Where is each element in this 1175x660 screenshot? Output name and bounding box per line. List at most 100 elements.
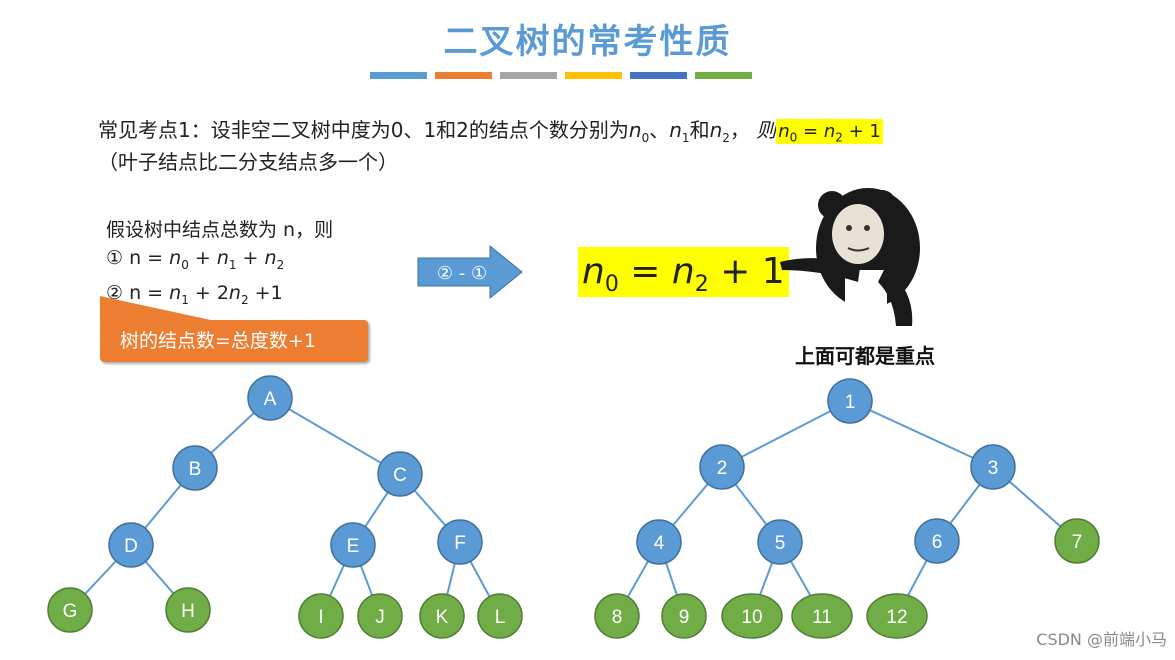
tree-node-K: K	[419, 593, 465, 639]
result-rhs: n	[823, 121, 836, 142]
right-tree-nodes: 1 2 3 4 5 6 7 8 9 10 11 12	[594, 378, 1100, 639]
arrow-shape	[417, 244, 523, 300]
eq1-plus-2: +	[236, 247, 265, 269]
callout-pointer	[100, 296, 220, 322]
node-label-12: 12	[886, 607, 907, 628]
tree-node-2: 2	[699, 444, 745, 490]
node-label-5: 5	[775, 533, 786, 554]
var-n2-sub: 2	[722, 131, 730, 145]
node-label-G: G	[63, 601, 78, 622]
tree-node-A: A	[247, 375, 293, 421]
node-label-K: K	[436, 607, 449, 628]
title-color-bar	[370, 72, 752, 79]
tree-node-J: J	[357, 593, 403, 639]
color-bar-segment-1	[370, 72, 427, 79]
tree-node-H: H	[165, 587, 211, 633]
tree-node-7: 7	[1054, 518, 1100, 564]
eq1-plus-1: +	[188, 247, 217, 269]
sep-3: ，	[729, 118, 750, 142]
tree-node-D: D	[108, 522, 154, 568]
sep-2: 和	[689, 118, 710, 142]
left-tree-edges	[69, 397, 501, 617]
tree-node-I: I	[298, 593, 344, 639]
tree-node-1: 1	[827, 378, 873, 424]
eq2-term-b: n	[228, 281, 241, 304]
big-formula-lhs-sub: 0	[604, 272, 619, 298]
big-formula-lhs: n	[582, 251, 605, 292]
node-label-H: H	[181, 601, 195, 622]
var-n1-sub: 1	[681, 131, 690, 145]
node-label-L: L	[495, 607, 506, 628]
highlighted-result: n0 = n2 + 1	[776, 119, 883, 145]
callout-box: 树的结点数=总度数+1	[100, 320, 368, 362]
var-n1: n	[669, 118, 682, 142]
big-formula-mid: =	[618, 251, 672, 292]
watermark: CSDN @前端小马	[1036, 630, 1167, 649]
color-bar-segment-4	[565, 72, 622, 79]
result-mid: =	[797, 121, 824, 142]
node-label-11: 11	[812, 607, 832, 628]
eq2-tail: +1	[248, 281, 283, 304]
tree-node-4: 4	[636, 519, 682, 565]
eq1-term-b: n	[216, 247, 229, 269]
node-label-2: 2	[717, 458, 728, 479]
var-n0-sub: 0	[641, 131, 650, 145]
eq1-term-a: n	[169, 247, 182, 269]
big-formula: n0 = n2 + 1	[578, 247, 789, 297]
tree-node-11: 11	[791, 593, 853, 639]
right-tree-edges	[616, 400, 1078, 617]
meme-caption: 上面可都是重点	[795, 344, 935, 368]
tree-node-10: 10	[721, 593, 783, 639]
tree-node-9: 9	[661, 593, 707, 639]
color-bar-segment-5	[630, 72, 687, 79]
result-tail: + 1	[842, 121, 881, 142]
tree-node-E: E	[330, 522, 376, 568]
derivation-intro: 假设树中结点总数为 n，则	[106, 219, 334, 241]
eq1-term-c-sub: 2	[276, 257, 285, 272]
tree-node-8: 8	[594, 593, 640, 639]
left-tree-nodes: A B C D E F G H I J K L	[47, 375, 523, 639]
var-n2: n	[709, 118, 723, 142]
node-label-E: E	[347, 536, 360, 557]
result-rhs-sub: 2	[835, 130, 843, 145]
tree-node-L: L	[477, 593, 523, 639]
var-n0: n	[628, 118, 642, 142]
color-bar-segment-2	[435, 72, 492, 79]
equation-1: ① n = n0 + n1 + n2	[106, 244, 333, 279]
tree-node-3: 3	[970, 444, 1016, 490]
node-label-J: J	[375, 607, 385, 628]
eq1-term-c: n	[264, 247, 277, 269]
edge-1-3	[849, 400, 994, 468]
color-bar-segment-6	[695, 72, 752, 79]
node-label-10: 10	[741, 607, 762, 628]
eq2-term-b-sub: 2	[240, 292, 249, 307]
eq1-term-a-sub: 0	[181, 257, 189, 272]
equation-1-lhs: n =	[123, 247, 170, 269]
arrow-label: ② - ①	[437, 263, 487, 284]
panda-meme-image	[780, 188, 920, 326]
node-label-7: 7	[1072, 532, 1083, 553]
equation-1-number: ①	[106, 247, 124, 269]
tree-node-C: C	[377, 451, 423, 497]
edge-A-C	[269, 397, 401, 475]
tree-node-F: F	[437, 519, 483, 565]
node-label-C: C	[393, 465, 407, 486]
node-label-3: 3	[988, 458, 999, 479]
node-label-D: D	[124, 536, 138, 557]
edge-1-2	[721, 400, 851, 468]
tree-node-5: 5	[757, 519, 803, 565]
big-formula-rhs: n	[671, 251, 695, 292]
page-title: 二叉树的常考性质	[443, 22, 732, 62]
big-formula-tail: + 1	[708, 251, 785, 292]
result-lhs-sub: 0	[789, 130, 798, 145]
subtract-arrow: ② - ①	[417, 244, 523, 300]
big-formula-rhs-sub: 2	[694, 272, 709, 298]
color-bar-segment-3	[500, 72, 557, 79]
node-label-9: 9	[679, 607, 690, 628]
key-point-note: （叶子结点比二分支结点多一个）	[98, 150, 398, 174]
tree-node-B: B	[172, 445, 218, 491]
eq1-term-b-sub: 1	[228, 257, 237, 272]
key-point-prefix: 常见考点1：设非空二叉树中度为0、1和2的结点个数分别为	[98, 118, 629, 142]
